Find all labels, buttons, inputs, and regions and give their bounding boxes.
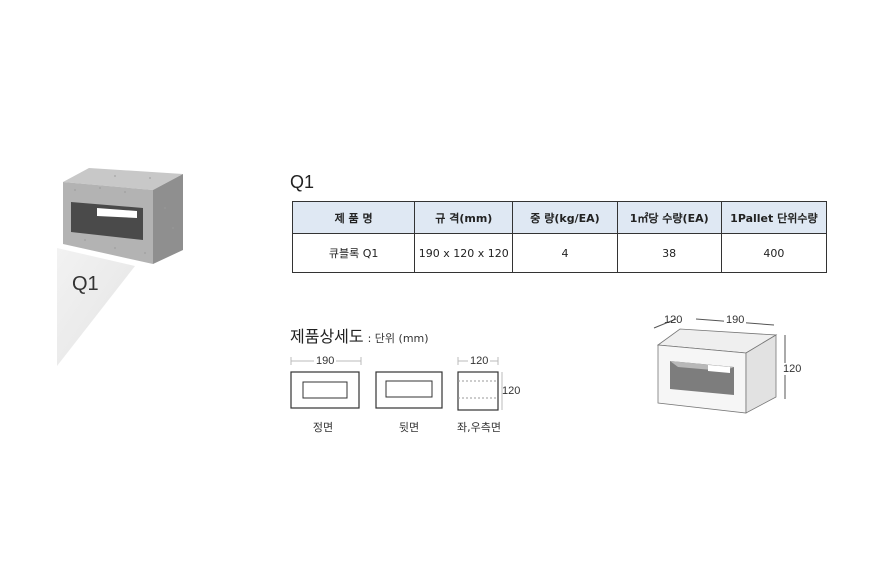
header-qty-per-m2: 1㎡당 수량(EA) — [616, 201, 722, 234]
back-view-drawing — [375, 371, 443, 409]
side-width-dim: 120 — [468, 355, 491, 367]
isometric-drawing — [653, 318, 786, 414]
front-view-label: 정면 — [312, 421, 334, 434]
back-view-label: 뒷면 — [398, 421, 420, 434]
detail-title: 제품상세도: 단위 (mm) — [290, 323, 429, 347]
photo-label: Q1 — [72, 273, 99, 295]
cell-size: 190 x 120 x 120 — [414, 233, 514, 273]
side-view-drawing — [457, 357, 503, 411]
product-title: Q1 — [290, 172, 315, 192]
product-photo — [57, 168, 183, 366]
header-qty-per-pallet: 1Pallet 단위수량 — [720, 201, 828, 234]
side-view-label: 좌,우측면 — [457, 421, 501, 434]
front-width-dim: 190 — [314, 355, 337, 367]
iso-height-dim: 120 — [782, 363, 803, 375]
detail-unit: : 단위 (mm) — [367, 332, 429, 345]
spec-table: 제 품 명 규 격(mm) 중 량(kg/EA) 1㎡당 수량(EA) 1Pal… — [291, 201, 828, 273]
header-product-name: 제 품 명 — [291, 201, 416, 234]
side-height-dim: 120 — [502, 385, 521, 397]
cell-qty-per-pallet: 400 — [720, 233, 828, 273]
iso-depth-dim: 120 — [664, 314, 683, 326]
header-weight: 중 량(kg/EA) — [512, 201, 618, 234]
cell-product-name: 큐블록 Q1 — [291, 233, 416, 273]
table-header-row: 제 품 명 규 격(mm) 중 량(kg/EA) 1㎡당 수량(EA) 1Pal… — [291, 201, 828, 234]
header-size: 규 격(mm) — [414, 201, 514, 234]
detail-title-text: 제품상세도 — [290, 327, 364, 346]
table-row: 큐블록 Q1 190 x 120 x 120 4 38 400 — [291, 233, 828, 273]
cell-weight: 4 — [512, 233, 618, 273]
cell-qty-per-m2: 38 — [616, 233, 722, 273]
iso-width-dim: 190 — [724, 314, 747, 326]
